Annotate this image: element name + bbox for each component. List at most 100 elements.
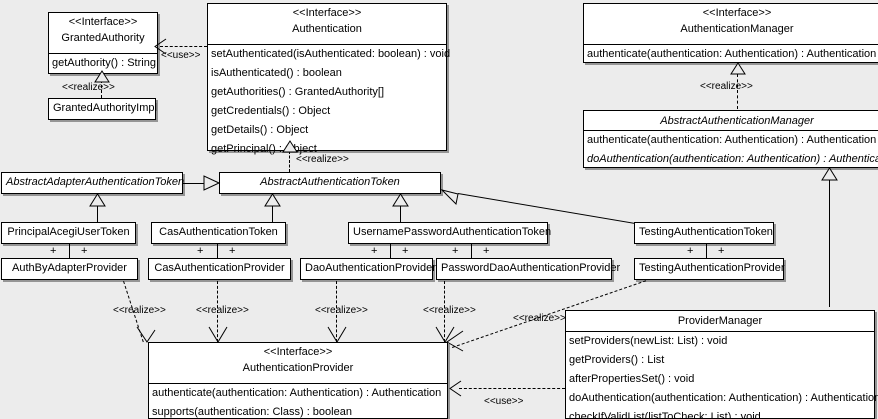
class-name-label: CasAuthenticationToken [159,226,278,238]
realize-label-password-dao-authentication-provider: <<realize>> [423,305,476,316]
use-arrowhead-provider-manager [449,380,462,397]
operation-item: afterPropertiesSet() : void [569,373,695,385]
class-box-authentication-provider[interactable]: <<Interface>> AuthenticationProvider aut… [148,342,448,419]
class-header-password-dao-authentication-provider: PasswordDaoAuthenticationProvider [437,259,620,279]
operations-compartment-authentication-manager: authenticate(authentication: Authenticat… [584,45,878,64]
association-line-cas-token-to-cas-provider [217,244,218,258]
class-box-authentication-manager[interactable]: <<Interface>> AuthenticationManager auth… [583,3,878,63]
generalization-arrowhead-cas-token [264,193,281,207]
stereotype-label: <<Interface>> [292,7,362,19]
association-line-principal-to-auth-by-adapter [69,244,70,258]
realize-arrowhead-cas-authentication-provider [208,326,228,343]
operation-item: setAuthenticated(isAuthenticated: boolea… [211,48,451,60]
realize-label-cas-authentication-provider: <<realize>> [196,305,249,316]
use-label-provider-manager: <<use>> [484,396,524,407]
multiplicity-marker: + [452,245,459,257]
class-box-dao-authentication-provider[interactable]: DaoAuthenticationProvider [300,258,436,280]
class-box-auth-by-adapter-provider[interactable]: AuthByAdapterProvider [1,258,138,280]
class-box-principal-acegi-user-token[interactable]: PrincipalAcegiUserToken [1,222,136,244]
generalization-arrowhead-username-password-token [392,193,409,207]
realize-line-dao-authentication-provider [336,281,337,342]
operation-item: getDetails() : Object [211,124,309,136]
class-box-granted-authority[interactable]: <<Interface>> GrantedAuthority getAuthor… [48,12,158,74]
class-box-testing-authentication-provider[interactable]: TestingAuthenticationProvider [634,258,785,280]
realize-line-cas-authentication-provider [217,281,218,342]
realize-arrowhead-password-dao-authentication-provider [435,326,455,343]
class-name-label: TestingAuthenticationProvider [639,262,785,274]
class-box-testing-authentication-token[interactable]: TestingAuthenticationToken [634,222,774,244]
class-header-abstract-adapter-authentication-token: AbstractAdapterAuthenticationToken [2,173,184,193]
realize-label-auth-by-adapter-provider: <<realize>> [113,305,166,316]
realize-label-abstract-authentication-token: <<realize>> [296,154,349,165]
class-name-label: AuthenticationProvider [242,362,354,374]
class-name-label: UsernamePasswordAuthenticationToken [353,226,552,238]
multiplicity-marker: + [81,245,88,257]
class-header-auth-by-adapter-provider: AuthByAdapterProvider [2,259,137,279]
association-line-username-token-to-password-dao-provider [471,244,472,258]
realize-line-granted-authority-impl [101,80,102,98]
association-line-username-token-to-dao-provider [390,244,391,258]
operation-item: isAuthenticated() : boolean [211,67,342,79]
class-name-label: GrantedAuthority [61,32,145,44]
generalization-arrowhead-principal-acegi-token [89,193,106,207]
class-header-abstract-authentication-manager: AbstractAuthenticationManager [584,111,878,131]
class-box-authentication[interactable]: <<Interface>> Authentication setAuthenti… [207,3,450,155]
stereotype-label: <<Interface>> [702,7,772,19]
realize-arrowhead-granted-authority-impl [94,70,110,83]
generalization-arrowhead-provider-manager [821,167,838,181]
class-name-label: AbstractAuthenticationManager [660,115,814,127]
use-line-provider-manager [459,388,565,389]
realize-arrowhead-testing-authentication-provider [446,330,464,352]
realize-label-testing-authentication-provider: <<realize>> [513,313,566,324]
realize-line-abstract-authentication-token [289,151,290,172]
class-box-username-password-authentication-token[interactable]: UsernamePasswordAuthenticationToken [348,222,552,244]
class-name-label: AuthenticationManager [680,23,794,35]
class-box-abstract-authentication-manager[interactable]: AbstractAuthenticationManager authentica… [583,110,878,168]
generalization-line-cas-token [272,206,273,222]
class-name-label: ProviderManager [677,315,763,327]
multiplicity-marker: + [50,245,57,257]
generalization-arrowhead-testing-token [440,189,459,206]
class-box-cas-authentication-provider[interactable]: CasAuthenticationProvider [148,258,291,280]
class-box-granted-authority-impl[interactable]: GrantedAuthorityImpl [48,98,157,120]
operation-item: getProviders() : List [569,354,665,366]
operation-item: supports(authentication: Class) : boolea… [152,406,352,418]
operations-compartment-authentication: setAuthenticated(isAuthenticated: boolea… [208,45,451,159]
stereotype-label: <<Interface>> [68,16,138,28]
operation-item: doAuthentication(authentication: Authent… [587,153,878,165]
class-header-authentication: <<Interface>> Authentication [208,4,446,45]
class-header-cas-authentication-token: CasAuthenticationToken [152,223,285,243]
operation-item: getCredentials() : Object [211,105,331,117]
class-name-label: GrantedAuthorityImpl [53,102,157,114]
class-box-cas-authentication-token[interactable]: CasAuthenticationToken [151,222,286,244]
class-box-abstract-adapter-authentication-token[interactable]: AbstractAdapterAuthenticationToken [1,172,184,194]
multiplicity-marker: + [402,245,409,257]
use-line-granted-authority [160,46,207,47]
class-header-cas-authentication-provider: CasAuthenticationProvider [149,259,290,279]
operation-item: doAuthentication(authentication: Authent… [569,392,878,404]
class-header-authentication-provider: <<Interface>> AuthenticationProvider [149,343,447,384]
class-box-password-dao-authentication-provider[interactable]: PasswordDaoAuthenticationProvider [436,258,620,280]
class-box-provider-manager[interactable]: ProviderManager setProviders(newList: Li… [565,310,878,419]
class-header-username-password-authentication-token: UsernamePasswordAuthenticationToken [349,223,552,243]
class-name-label: Authentication [292,23,362,35]
operations-compartment-provider-manager: setProviders(newList: List) : void getPr… [566,332,878,419]
class-header-dao-authentication-provider: DaoAuthenticationProvider [301,259,436,279]
operations-compartment-abstract-authentication-manager: authenticate(authentication: Authenticat… [584,131,878,169]
realize-arrowhead-abstract-authentication-manager [730,62,746,75]
use-arrowhead-granted-authority [154,38,167,55]
realize-line-abstract-authentication-manager [737,74,738,109]
realize-label-abstract-authentication-manager: <<realize>> [700,81,753,92]
multiplicity-marker: + [229,245,236,257]
class-name-label: PrincipalAcegiUserToken [7,226,130,238]
operation-item: getAuthorities() : GrantedAuthority[] [211,86,385,98]
class-header-testing-authentication-provider: TestingAuthenticationProvider [635,259,785,279]
operations-compartment-authentication-provider: authenticate(authentication: Authenticat… [149,384,447,419]
operations-compartment-granted-authority: getAuthority() : String [49,54,157,73]
generalization-line-abstract-adapter-token [183,183,205,184]
class-header-principal-acegi-user-token: PrincipalAcegiUserToken [2,223,135,243]
class-box-abstract-authentication-token[interactable]: AbstractAuthenticationToken [219,172,441,194]
class-header-abstract-authentication-token: AbstractAuthenticationToken [220,173,440,193]
realize-arrowhead-abstract-authentication-token [282,140,298,153]
